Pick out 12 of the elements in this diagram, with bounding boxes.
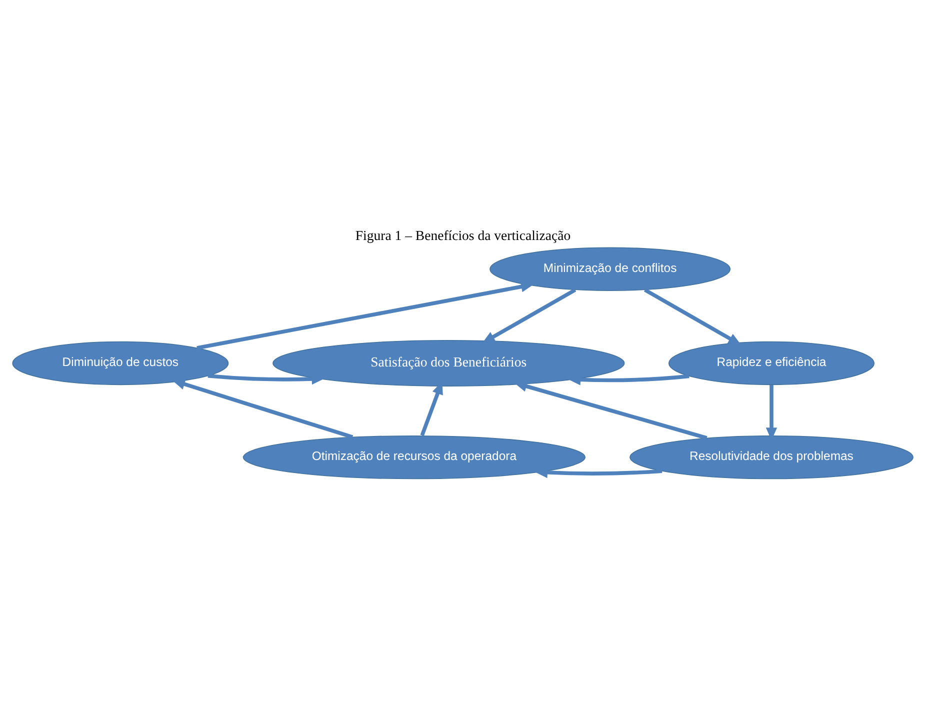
diagram-title: Figura 1 – Benefícios da verticalização [355, 228, 571, 243]
node-ellipse: Minimização de conflitos [490, 246, 731, 290]
arrow [514, 380, 708, 440]
arrow [196, 280, 534, 350]
arrow [208, 372, 325, 384]
arrow [644, 288, 742, 345]
arrow [482, 288, 576, 343]
node-ellipse: Resolutividade dos problemas [630, 434, 914, 479]
node-ellipse: Diminuição de custos [12, 340, 229, 385]
arrow [172, 378, 354, 438]
arrow [568, 374, 690, 385]
node-ellipse: Rapidez e eficiência [668, 340, 875, 385]
